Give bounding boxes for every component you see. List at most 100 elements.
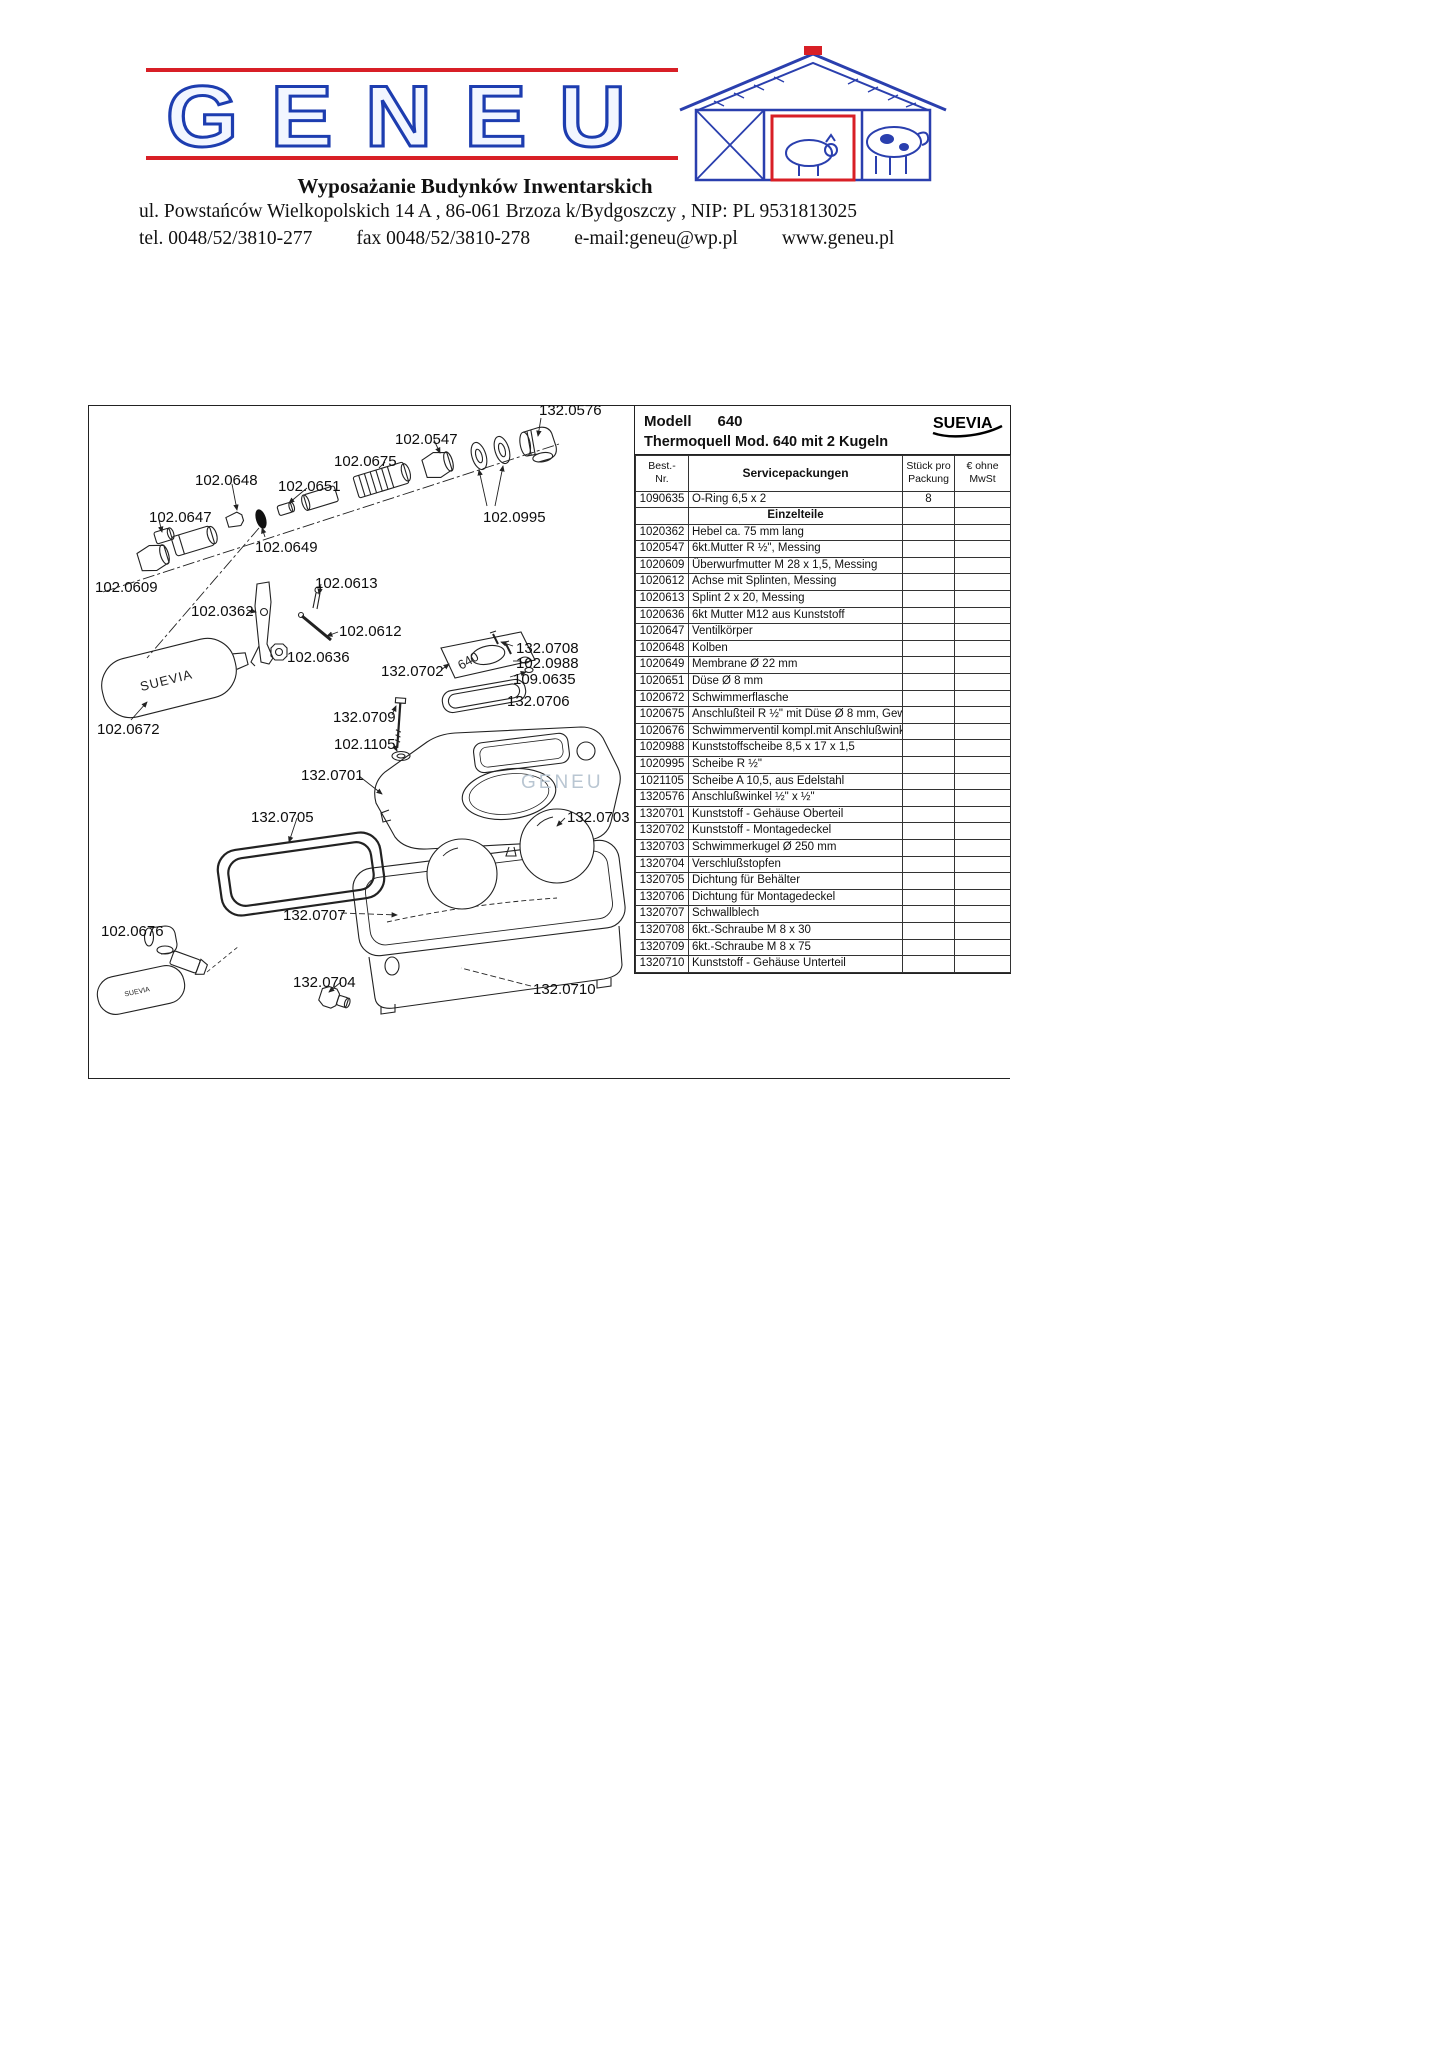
red-rule-bottom — [146, 156, 678, 160]
cell-desc: 6kt.-Schraube M 8 x 75 — [688, 938, 903, 957]
cell-bestnr: 1020362 — [635, 523, 689, 542]
barn-roof-vent — [804, 46, 822, 55]
part-montagedeckel: 640 — [440, 631, 536, 679]
cell-bestnr: 1320707 — [635, 905, 689, 923]
cell-price — [954, 905, 1011, 923]
cell-price — [954, 921, 1011, 940]
cell-qty — [902, 556, 955, 575]
cell-desc: Dichtung für Montagedeckel — [688, 888, 903, 907]
cell-qty — [902, 739, 955, 757]
part-dichtung-behaelter — [216, 831, 386, 917]
cell-qty — [902, 673, 955, 691]
table-row: 1320705 Dichtung für Behälter — [635, 872, 1011, 890]
cell-desc: Hebel ca. 75 mm lang — [688, 523, 903, 542]
cell-bestnr: 1020988 — [635, 739, 689, 757]
table-row: 1320701 Kunststoff - Gehäuse Oberteil — [635, 805, 1011, 824]
part-anschlusswinkel — [519, 426, 557, 463]
cell-desc: Düse Ø 8 mm — [688, 673, 903, 691]
cell-qty — [902, 706, 955, 724]
cell-desc: Anschlußwinkel ½" x ½" — [688, 789, 903, 807]
part-hebel — [250, 581, 274, 667]
cell-desc: O-Ring 6,5 x 2 — [688, 490, 903, 509]
cell-price — [954, 772, 1011, 791]
cell-desc: 6kt Mutter M12 aus Kunststoff — [688, 606, 903, 625]
plate-640-label: 640 — [455, 649, 481, 673]
red-rule-top — [146, 68, 678, 72]
cell-desc: Scheibe A 10,5, aus Edelstahl — [688, 772, 903, 791]
cell-price — [954, 739, 1011, 757]
cell-bestnr: 1320706 — [635, 888, 689, 907]
table-header-row: Best.- Nr. Servicepackungen Stück pro Pa… — [635, 454, 1011, 492]
model-label: Modell — [644, 412, 692, 430]
table-section-row: Einzelteile — [635, 507, 1011, 525]
suevia-small-flask-label: SUEVIA — [124, 986, 151, 998]
cell-bestnr: 1020636 — [635, 606, 689, 625]
part-scheibe-1 — [470, 441, 488, 471]
part-kunststoffscheibe — [519, 656, 531, 664]
cell-price — [954, 573, 1011, 592]
pig-icon — [785, 133, 838, 176]
cell-desc: Kunststoffscheibe 8,5 x 17 x 1,5 — [688, 739, 903, 757]
cell-desc: Membrane Ø 22 mm — [688, 656, 903, 675]
col-servicepackungen: Servicepackungen — [688, 454, 903, 492]
catalog-content-region: SUEVIA 640 — [88, 402, 1011, 1079]
cell-bestnr: 1020649 — [635, 656, 689, 675]
cell-bestnr: 1020612 — [635, 573, 689, 592]
cell-desc: Schwallblech — [688, 905, 903, 923]
suevia-logo-text: SUEVIA — [933, 415, 993, 432]
table-row: 1020988 Kunststoffscheibe 8,5 x 17 x 1,5 — [635, 739, 1011, 757]
cell-desc: Schwimmerflasche — [688, 689, 903, 708]
cell-bestnr: 1320704 — [635, 855, 689, 874]
cell-qty — [902, 905, 955, 923]
cell-price — [954, 639, 1011, 658]
cell-price — [954, 490, 1011, 509]
section-header: Einzelteile — [688, 507, 903, 525]
contact-line: tel. 0048/52/3810-277 fax 0048/52/3810-2… — [139, 228, 894, 250]
cell-desc: 6kt.Mutter R ½", Messing — [688, 540, 903, 558]
table-row: 1320703 Schwimmerkugel Ø 250 mm — [635, 838, 1011, 857]
cell-qty — [902, 590, 955, 608]
cell-price — [954, 507, 1011, 525]
phone-number: tel. 0048/52/3810-277 — [139, 228, 313, 249]
cell-price — [954, 722, 1011, 741]
leader-lines — [130, 417, 566, 993]
cell-price — [954, 756, 1011, 774]
cell-qty — [902, 573, 955, 592]
cell-price — [954, 623, 1011, 641]
cell-bestnr: 1320709 — [635, 938, 689, 957]
cell-price — [954, 673, 1011, 691]
cell-qty — [902, 523, 955, 542]
table-row: 1020995 Scheibe R ½" — [635, 756, 1011, 774]
part-6kt-mutter — [421, 451, 454, 478]
cell-price — [954, 789, 1011, 807]
part-verschlussstopfen — [318, 986, 351, 1009]
cow-icon — [866, 126, 930, 175]
cell-price — [954, 656, 1011, 675]
cell-bestnr: 1020672 — [635, 689, 689, 708]
exploded-parts-diagram: SUEVIA 640 — [96, 417, 626, 1015]
cell-price — [954, 838, 1011, 857]
suevia-logo: SUEVIA — [932, 415, 1003, 438]
table-row: 1020647 Ventilkörper — [635, 623, 1011, 641]
parts-table: Best.- Nr. Servicepackungen Stück pro Pa… — [635, 454, 1011, 973]
part-ueberwurfmutter — [136, 544, 170, 572]
cell-bestnr: 1320708 — [635, 921, 689, 940]
cell-price — [954, 689, 1011, 708]
cell-bestnr: 1021105 — [635, 772, 689, 791]
table-subtitle: Thermoquell Mod. 640 mit 2 Kugeln — [644, 433, 889, 450]
cell-desc: Kunststoff - Montagedeckel — [688, 822, 903, 840]
cell-price — [954, 855, 1011, 874]
cell-bestnr: 1090635 — [635, 490, 689, 509]
cell-bestnr: 1020651 — [635, 673, 689, 691]
part-dichtung-montagedeckel — [441, 678, 527, 714]
cell-price — [954, 523, 1011, 542]
table-row: 1020672 Schwimmerflasche — [635, 689, 1011, 708]
table-row: 1320706 Dichtung für Montagedeckel — [635, 888, 1011, 907]
cell-bestnr: 1020609 — [635, 556, 689, 575]
cell-qty — [902, 838, 955, 857]
cell-desc: Ventilkörper — [688, 623, 903, 641]
table-row: 1320707 Schwallblech — [635, 905, 1011, 923]
